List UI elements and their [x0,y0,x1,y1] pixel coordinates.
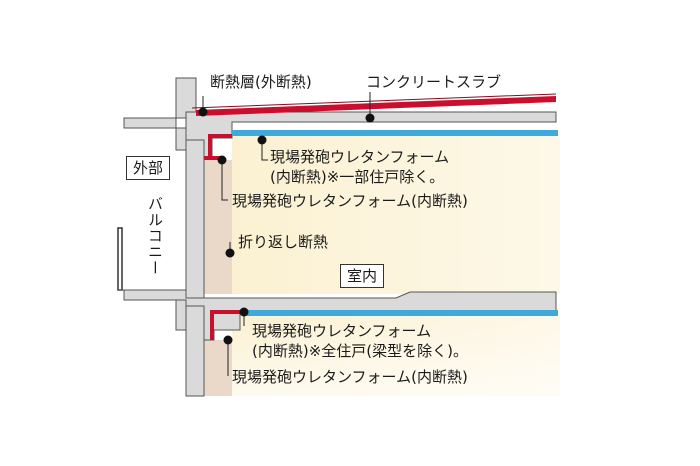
fold-back-strip-lower [204,340,232,396]
label-foam-lower-line2: (内断熱)※全住戸(梁型を除く)。 [252,342,468,360]
label-exterior-insulation: 断熱層(外断熱) [210,73,312,91]
dot-foam-upper [257,135,267,145]
lower-beam [175,299,187,331]
dot-foam-upper-wall [217,155,227,165]
dot-foam-lower-wall [223,335,233,345]
balcony-handrail [117,227,123,291]
label-foam-upper-line2: (内断熱)※一部住戸除く。 [270,168,445,186]
dot-foam-lower [239,307,249,317]
label-foam-upper-line1: 現場発砲ウレタンフォーム [270,148,450,166]
label-indoor: 室内 [340,264,385,288]
balcony-parapet [123,118,186,129]
red-upper-corner [208,134,232,156]
label-exterior: 外部 [126,156,171,180]
room-lower-fade [232,316,560,396]
label-foam-lower-line1: 現場発砲ウレタンフォーム [252,322,432,340]
label-concrete-slab: コンクリートスラブ [366,73,502,91]
dot-concrete-slab [365,113,375,123]
interior-foam-lower [246,310,558,316]
label-balcony: バルコニー [146,196,164,276]
label-foam-upper-wall: 現場発砲ウレタンフォーム(内断熱) [232,192,468,210]
interior-foam-upper [232,130,558,136]
dot-exterior-insulation [198,107,208,117]
label-fold-back: 折り返し断熱 [238,233,329,251]
label-foam-lower-wall: 現場発砲ウレタンフォーム(内断熱) [232,368,468,386]
exterior-insulation-cap [191,93,557,109]
exterior-insulation-line [196,96,556,116]
parapet [175,77,197,119]
room-upper [232,134,560,294]
dot-fold-back [225,248,235,258]
outer-wall [185,139,205,397]
fold-back-strip-upper [204,160,232,294]
